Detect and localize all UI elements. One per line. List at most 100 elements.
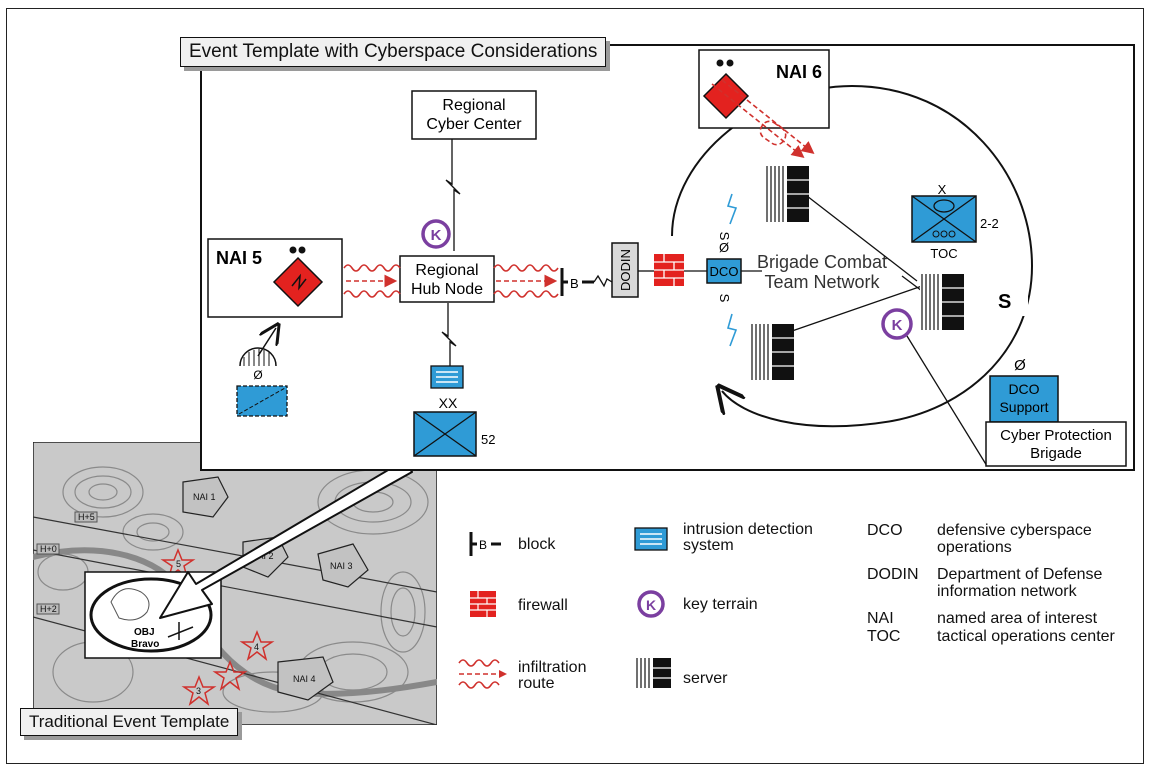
nai-1-area <box>182 476 229 518</box>
legend-key-terrain-label: key terrain <box>683 596 758 613</box>
legend-ids-label: intrusion detection system <box>683 522 813 554</box>
phase-line-label: H+5 <box>78 512 95 522</box>
traditional-template-title: Traditional Event Template <box>20 708 239 736</box>
sensor-link <box>726 193 738 225</box>
figure-frame <box>6 8 1144 764</box>
regional-hub-node-label: Regional <box>415 262 478 279</box>
key-terrain-icon <box>881 308 913 340</box>
null-symbol: Ø <box>719 240 729 255</box>
s-small: S <box>717 232 732 241</box>
intrusion-detection-icon <box>634 527 668 551</box>
block-letter: B <box>570 276 579 291</box>
abbr-definition-line: defensive cyberspace <box>937 522 1092 539</box>
s-label: S <box>998 291 1011 313</box>
comm-link <box>445 139 461 251</box>
regional-hub-node-label: Hub Node <box>411 281 483 298</box>
nai-5-threat-icon <box>272 256 324 308</box>
cyber-protection-brigade-label: Cyber Protection <box>1000 427 1112 444</box>
nai-3-label: NAI 3 <box>330 561 353 571</box>
null-symbol: Ø <box>1014 357 1026 374</box>
firewall-icon <box>470 591 496 617</box>
dco-support-label: Support <box>999 399 1048 415</box>
star-markers <box>160 547 275 706</box>
abbr-term: DODIN <box>867 566 919 583</box>
abbr-definition: Department of Defense information networ… <box>937 566 1102 600</box>
abbr-definition-line: operations <box>937 539 1012 556</box>
legend-ids-line: system <box>683 537 734 554</box>
division-echelon: XX <box>439 395 458 411</box>
server-icon <box>635 658 671 688</box>
cyber-template-title: Event Template with Cyberspace Considera… <box>180 37 607 67</box>
infiltration-route <box>343 264 559 298</box>
nai-5-box <box>207 238 343 318</box>
star-number: 5 <box>176 559 181 569</box>
division-unit-designator: 52 <box>481 432 495 447</box>
nai-1-label: NAI 1 <box>193 492 216 502</box>
comm-link <box>441 303 457 366</box>
legend-infiltration-line: infiltration <box>518 659 587 676</box>
abbr-term: TOC <box>867 628 901 645</box>
cyber-protection-brigade-box <box>985 421 1127 467</box>
nai-5-label: NAI 5 <box>216 248 262 268</box>
regional-hub-node-box <box>399 255 495 303</box>
toc-echelon: X <box>938 182 947 197</box>
star-number: 3 <box>196 686 201 696</box>
dco-support-label: DCO <box>1008 381 1039 397</box>
toc-unit-icon <box>911 195 977 243</box>
nai-3-area <box>317 543 369 588</box>
abbr-definition: named area of interest <box>937 610 1098 627</box>
server-icon <box>750 324 794 380</box>
block-icon <box>560 268 594 296</box>
sensor-icon <box>236 328 288 417</box>
nai-4-label: NAI 4 <box>293 674 316 684</box>
sensor-link <box>727 313 738 347</box>
regional-cyber-center-label: Regional <box>442 97 505 114</box>
infiltration-route-icon <box>458 659 507 689</box>
obj-label: OBJ <box>134 627 155 638</box>
abbr-definition-line: information network <box>937 583 1077 600</box>
bct-network-label: Brigade Combat <box>757 252 887 272</box>
cyber-protection-brigade-label: Brigade <box>1030 445 1082 462</box>
server-icon <box>920 274 964 330</box>
key-terrain-icon <box>637 590 665 618</box>
legend-ids-line: intrusion detection <box>683 521 813 538</box>
firewall-icon <box>654 254 684 286</box>
legend-icons: B K <box>458 527 671 689</box>
nai-4-area <box>277 656 334 701</box>
regional-cyber-center-box <box>411 90 537 140</box>
toc-label: TOC <box>930 246 957 261</box>
infiltration-route <box>711 79 815 158</box>
phase-line-label: H+2 <box>40 604 57 614</box>
legend-firewall-label: firewall <box>518 597 568 614</box>
abbr-definition: tactical operations center <box>937 628 1115 645</box>
dco-label: DCO <box>710 264 739 279</box>
dodin-box <box>611 242 639 298</box>
abbr-term: DCO <box>867 522 903 539</box>
nai-6-label: NAI 6 <box>776 62 822 82</box>
transition-arrow <box>159 459 413 619</box>
legend-infiltration-line: route <box>518 675 555 692</box>
regional-cyber-center-label: Cyber Center <box>426 116 522 133</box>
division-unit-icon <box>413 411 477 457</box>
abbr-definition-line: Department of Defense <box>937 566 1103 583</box>
block-letter: B <box>479 538 487 552</box>
key-terrain-letter: K <box>892 317 903 334</box>
intrusion-detection-icon <box>430 365 464 389</box>
abbr-definition: defensive cyberspace operations <box>937 522 1092 556</box>
dco-box <box>706 258 742 284</box>
server-icon <box>765 166 809 222</box>
star-number: 4 <box>254 642 259 652</box>
toc-unit-designator: 2-2 <box>980 216 999 231</box>
block-icon <box>469 532 501 556</box>
null-symbol: Ø <box>253 368 262 382</box>
legend-server-label: server <box>683 670 728 687</box>
support-link <box>906 335 988 467</box>
legend-block-label: block <box>518 536 556 553</box>
legend-infiltration-label: infiltration route <box>518 660 586 692</box>
phase-line-label: H+0 <box>40 544 57 554</box>
key-terrain-icon <box>421 219 451 249</box>
dodin-label: DODIN <box>618 249 633 291</box>
cyberspace-template-panel: S Regional Cyber Center K Regional Hub N… <box>200 44 1135 471</box>
key-terrain-letter: K <box>646 597 656 613</box>
network-links <box>791 195 923 332</box>
